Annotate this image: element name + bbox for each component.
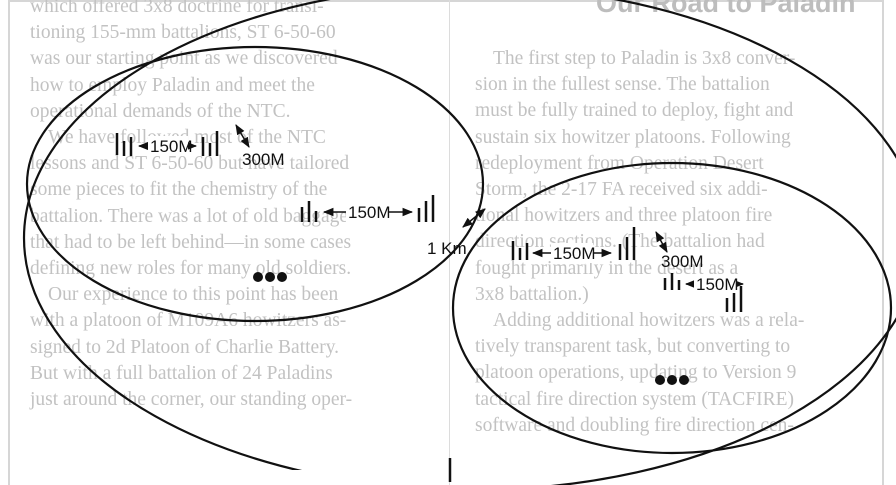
- right-text-column: The first step to Paladin is 3x8 conver-…: [475, 46, 868, 439]
- depth-arrow-right: [655, 231, 668, 253]
- text-line: lessons and ST 6-50-60 but have tailored: [30, 153, 350, 175]
- page-frame-right: [882, 0, 884, 485]
- text-line: Storm, the 2-17 FA received six addi-: [475, 179, 768, 201]
- text-line: just around the corner, our standing ope…: [30, 389, 353, 411]
- ellipsis-left: [253, 272, 287, 282]
- text-line: sustain six howitzer platoons. Following: [475, 126, 791, 148]
- text-line: signed to 2d Platoon of Charlie Battery.: [30, 336, 340, 358]
- howitzer-section-right-c: [663, 273, 681, 290]
- depth-label-left: 300M: [242, 150, 285, 169]
- page-frame-top: [8, 0, 883, 2]
- text-line: platoon operations, updating to Version …: [475, 362, 797, 384]
- separation-label: 1 Km: [427, 239, 467, 258]
- text-line: 3x8 battalion.): [475, 283, 589, 305]
- howitzer-section-left-b: [201, 131, 219, 156]
- text-line: operational demands of the NTC.: [30, 100, 291, 122]
- label-backing: [346, 202, 388, 222]
- label-backing: [551, 243, 593, 263]
- spacing-label-right-a: 150M: [553, 244, 596, 263]
- howitzer-section-right-d: [725, 286, 743, 312]
- text-line: Our experience to this point has been: [48, 284, 339, 306]
- separation-arrow: [462, 208, 486, 228]
- text-line: battalion. There was a lot of old baggag…: [30, 205, 349, 227]
- text-line: which offered 3x8 doctrine for transi-: [30, 0, 324, 17]
- spacing-label-left-b: 150M: [348, 203, 391, 222]
- article-heading: Our Road to Paladin: [596, 0, 856, 18]
- text-line: that had to be left behind—in some cases: [30, 231, 352, 253]
- depth-arrow-left: [235, 124, 250, 148]
- text-line: direction sections. (The battalion had: [475, 231, 765, 253]
- battalion-area-ellipse: [23, 0, 896, 485]
- text-line: redeployment from Operation Desert: [475, 152, 764, 174]
- page-frame-left: [8, 0, 10, 485]
- text-line: tively transparent task, but converting …: [475, 336, 791, 358]
- depth-label-right: 300M: [661, 252, 704, 271]
- column-divider: [449, 0, 450, 485]
- label-backing: [694, 274, 736, 294]
- text-line: tactical fire direction system (TACFIRE): [475, 388, 795, 410]
- text-line: was our starting point as we discovered: [30, 48, 338, 70]
- howitzer-section-left-d: [417, 195, 435, 222]
- text-line: The first step to Paladin is 3x8 conver-: [493, 48, 796, 69]
- text-line: Adding additional howitzers was a rela-: [493, 310, 805, 332]
- text-line: with a platoon of M109A6 howitzers as-: [30, 310, 347, 332]
- howitzer-section-right-b: [618, 227, 636, 260]
- spacing-label-right-b: 150M: [696, 275, 739, 294]
- spacing-label-left-a: 150M: [150, 137, 193, 156]
- label-backing: [148, 136, 188, 156]
- platoon-area-ellipse-left: [25, 45, 485, 323]
- text-line: must be fully trained to deploy, fight a…: [475, 100, 794, 122]
- text-line: tioning 155-mm battalions, ST 6-50-60: [30, 22, 336, 44]
- text-line: sion in the fullest sense. The battalion: [475, 74, 770, 96]
- text-line: some pieces to fit the chemistry of the: [30, 179, 328, 201]
- ellipse-gap: [282, 470, 432, 485]
- howitzer-section-left-a: [115, 133, 133, 156]
- howitzer-section-left-c: [300, 201, 318, 222]
- text-line: But with a full battalion of 24 Paladins: [30, 362, 333, 384]
- ellipsis-right: [655, 375, 689, 385]
- howitzer-section-right-a: [511, 241, 529, 260]
- platoon-area-ellipse-right: [451, 161, 893, 455]
- text-line: how to employ Paladin and meet the: [30, 74, 315, 96]
- text-line: tional howitzers and three platoon fire: [475, 205, 773, 227]
